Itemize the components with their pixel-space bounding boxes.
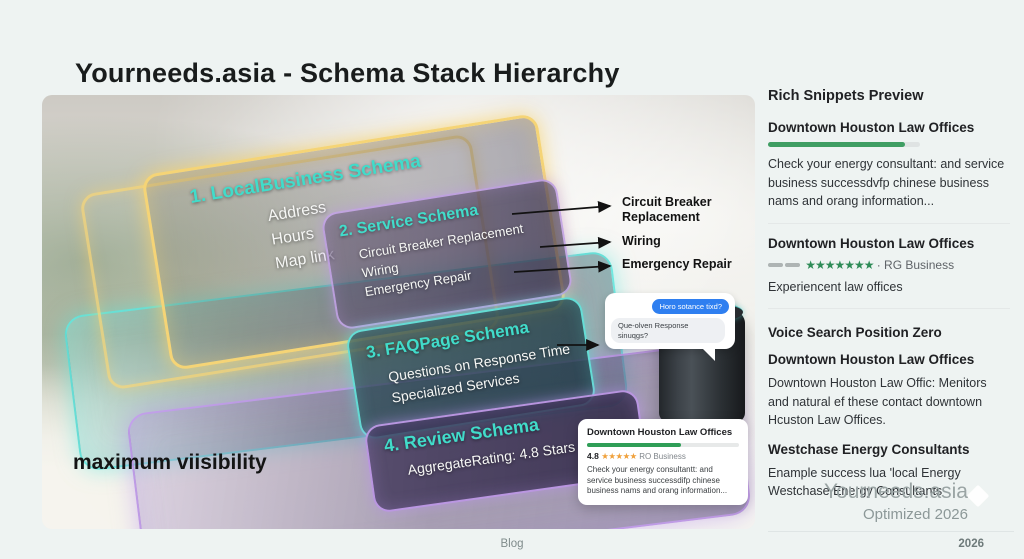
rich-result-progress-bar (587, 443, 739, 447)
snippet-item: Downtown Houston Law Offices Check your … (768, 120, 1010, 211)
snippet-title: Downtown Houston Law Offices (768, 352, 975, 367)
schema-stack-illustration: 1. LocalBusiness Schema Address Hours Ma… (42, 95, 755, 529)
brand-name: Yourneeds.asia (823, 480, 968, 503)
divider (768, 308, 1010, 309)
caption-maximum-visibility: maximum viisibility (73, 451, 267, 474)
voice-snippet-item: Downtown Houston Law Offices Downtown Ho… (768, 352, 1010, 430)
snippet-progress-bar (768, 142, 920, 147)
callout-circuit-breaker-replacement: Circuit Breaker Replacement (622, 195, 712, 224)
rating-bar-segments (768, 260, 802, 272)
voice-answer-bubble: Que-olven Response sinuqgs? (611, 318, 725, 343)
footer-divider (768, 531, 1014, 532)
voice-snippet-item: Westchase Energy Consultants Enample suc… (768, 442, 1010, 501)
voice-chat-popup: Horo sotance tixd? Que-olven Response si… (605, 293, 735, 361)
footer-blog-link[interactable]: Blog (500, 538, 524, 550)
snippet-item: Downtown Houston Law Offices ★★★★★★★ · R… (768, 236, 1010, 297)
snippet-description: Enample success lua 'local Energy Westch… (768, 465, 961, 499)
sidebar-heading: Rich Snippets Preview (768, 88, 924, 104)
brand-subtitle: Optimized 2026 (862, 506, 968, 523)
footer-year: 2026 (958, 538, 984, 550)
rating-value: 4.8 (587, 451, 599, 461)
callout-emergency-repair: Emergency Repair (622, 257, 732, 271)
rich-result-description: Check your energy consultantt: and servi… (587, 465, 728, 495)
rating-badge: · RG Business (876, 257, 955, 272)
snippet-description: Experiencent law offices (768, 279, 903, 294)
snippet-title: Downtown Houston Law Offices (768, 235, 975, 251)
divider (768, 222, 1010, 224)
snippet-title: Westchase Energy Consultants (768, 441, 970, 457)
rich-result-rating: 4.8 ★★★★★ RO Business (587, 451, 739, 462)
callout-wiring: Wiring (622, 234, 661, 248)
voice-question-bubble: Horo sotance tixd? (652, 299, 729, 314)
snippet-rating: ★★★★★★★ · RG Business (768, 258, 1010, 272)
rich-result-title: Downtown Houston Law Offices (587, 427, 733, 438)
brand-watermark: Yourneeds.asia Optimized 2026 (824, 480, 968, 523)
rich-result-card: Downtown Houston Law Offices 4.8 ★★★★★ R… (578, 419, 748, 505)
rating-badge: RO Business (639, 452, 686, 461)
star-rating-icon: ★★★★★ (601, 451, 637, 461)
snippet-title: Downtown Houston Law Offices (768, 120, 975, 135)
rich-snippets-sidebar: Rich Snippets Preview Downtown Houston L… (768, 88, 1010, 513)
voice-search-section-heading: Voice Search Position Zero (768, 325, 942, 340)
snippet-description: Check your energy consultant: and servic… (768, 157, 1005, 208)
star-rating-icon: ★★★★★★★ (805, 257, 874, 272)
snippet-description: Downtown Houston Law Offic: Menitors and… (768, 376, 987, 427)
page-title: Yourneeds.asia - Schema Stack Hierarchy (75, 58, 620, 89)
